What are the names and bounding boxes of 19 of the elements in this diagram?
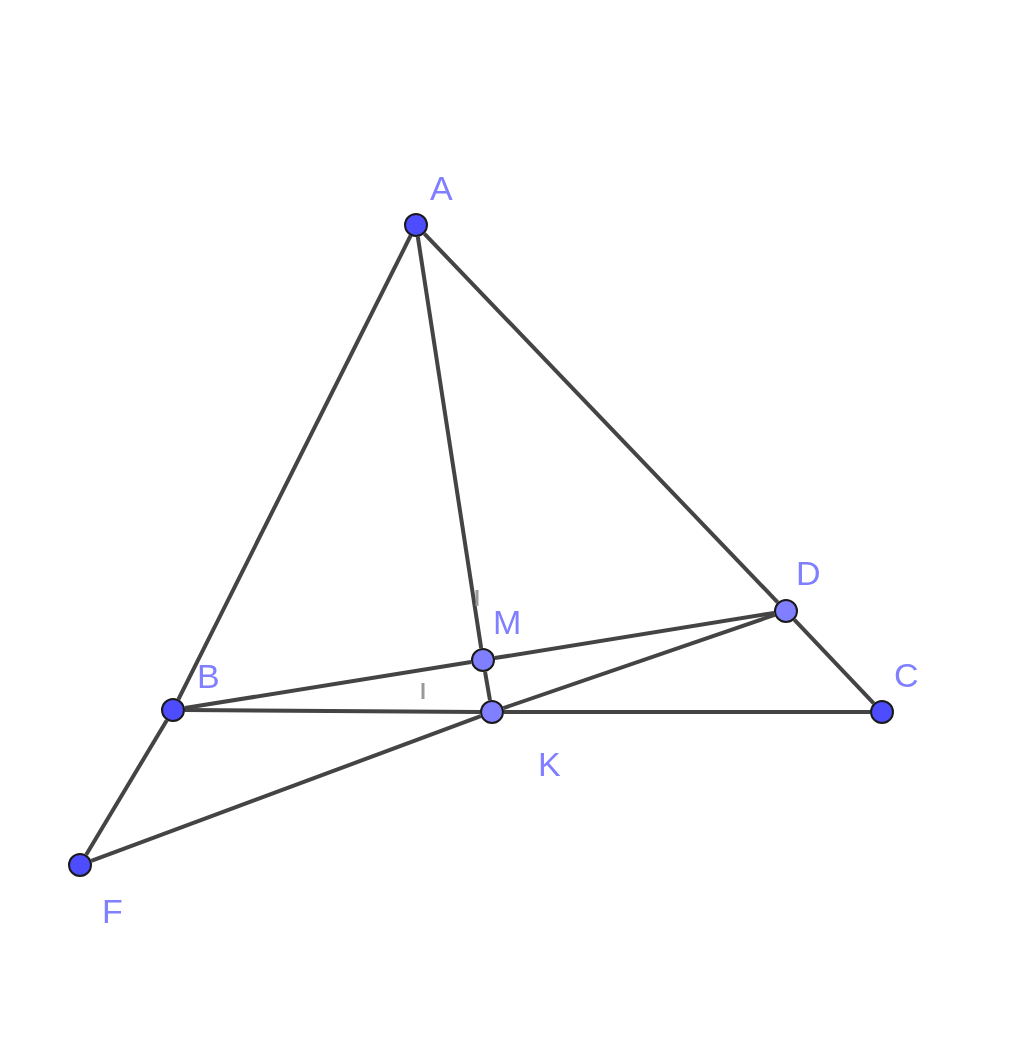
line-segment (90, 714, 482, 863)
line-segment (502, 613, 776, 710)
point-label: F (102, 893, 123, 929)
line-segment (504, 710, 870, 714)
point-label: D (796, 555, 821, 591)
point-label: C (894, 657, 919, 693)
line-segment (185, 708, 480, 714)
line-segment (483, 671, 492, 701)
line-segment (792, 618, 876, 705)
line-segment (184, 659, 472, 711)
line-segment (415, 236, 484, 649)
line-segment (84, 719, 169, 856)
point-label: A (430, 170, 453, 206)
point-label: B (197, 658, 220, 694)
line-segment (494, 610, 775, 661)
point-label: M (493, 604, 522, 640)
line-segment (422, 232, 780, 604)
line-segment (176, 234, 413, 701)
point-label: K (538, 746, 561, 782)
